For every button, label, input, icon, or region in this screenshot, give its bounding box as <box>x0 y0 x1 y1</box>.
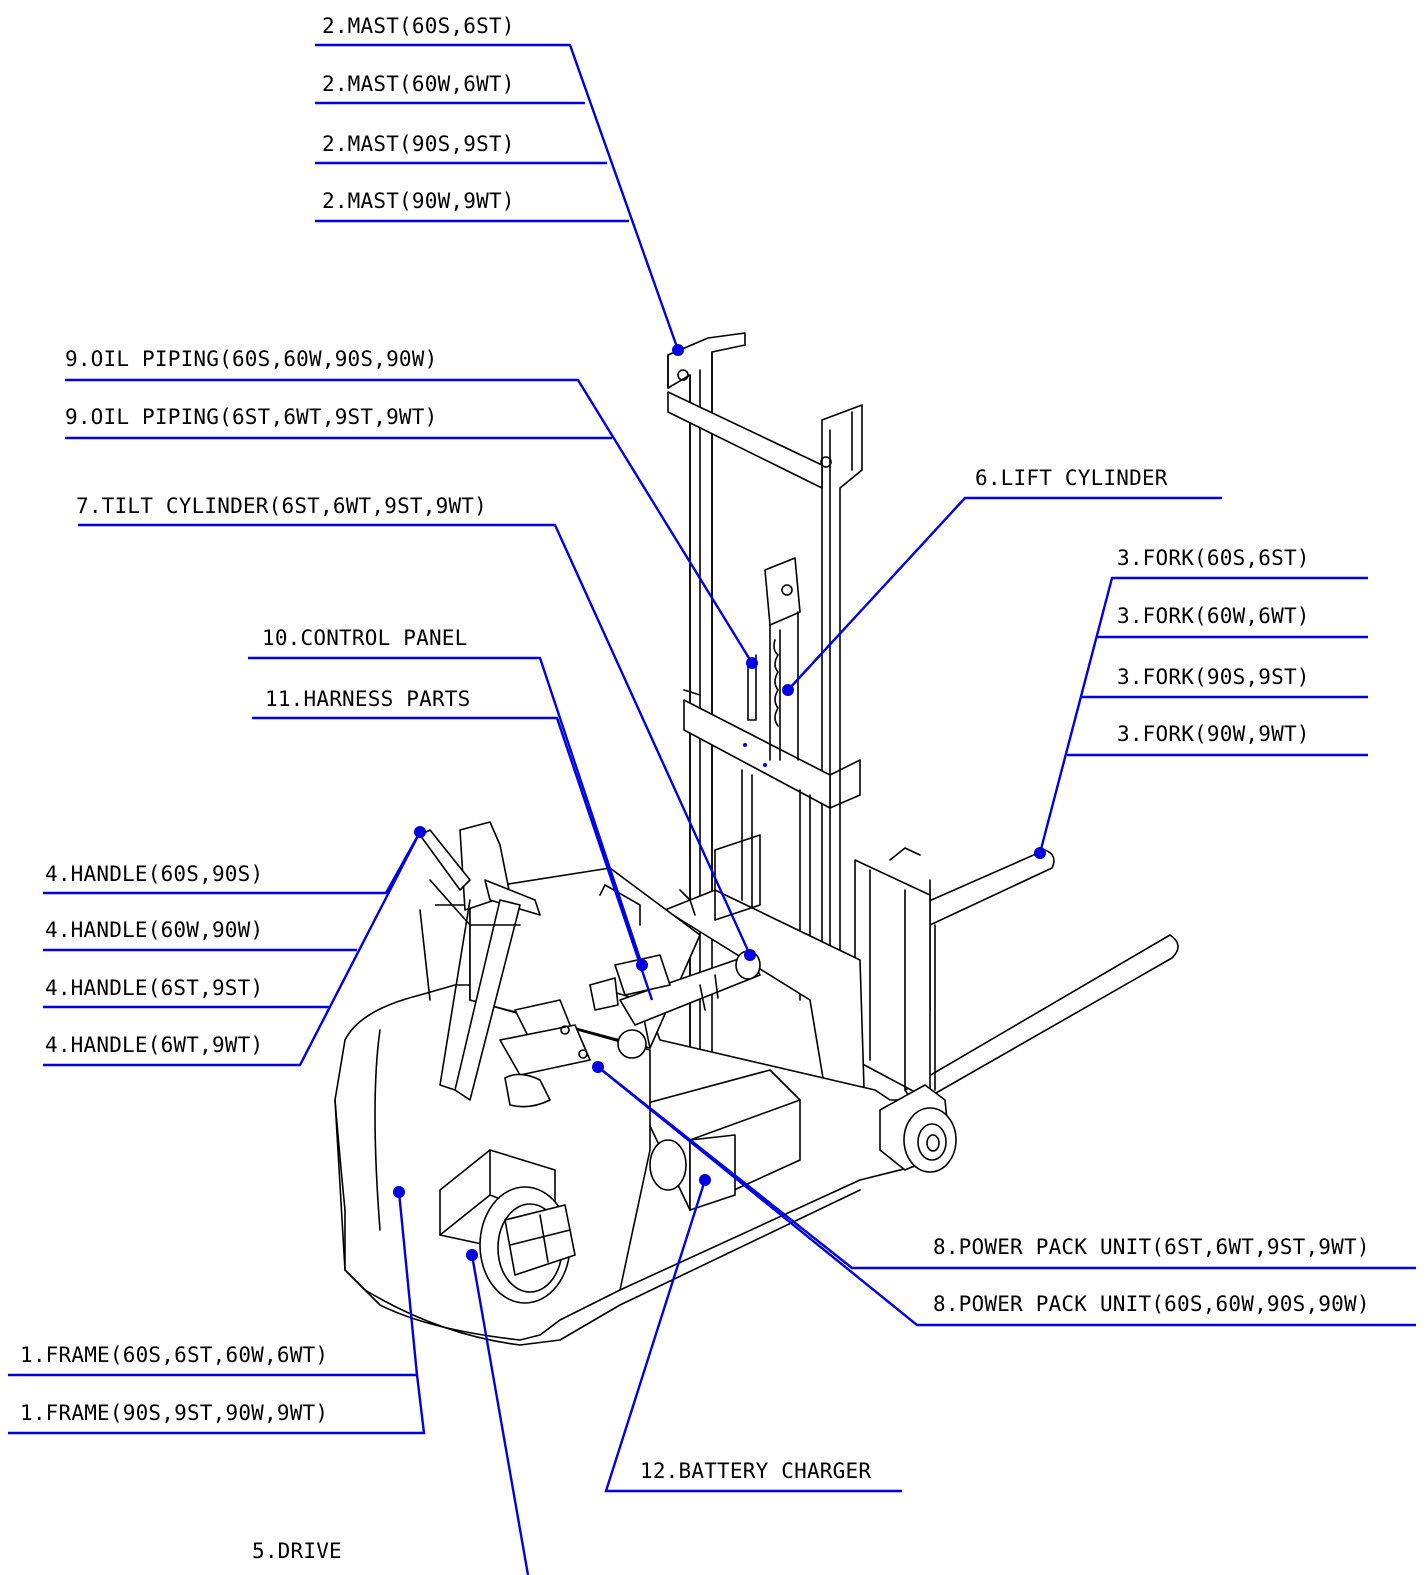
leader-control-panel <box>248 656 644 966</box>
label-frame-2: 1.FRAME(90S,9ST,90W,9WT) <box>20 1401 328 1425</box>
label-fork-1: 3.FORK(60S,6ST) <box>1117 546 1310 570</box>
leader-oil-piping <box>65 378 754 664</box>
leader-fork <box>1038 576 1368 854</box>
label-handle-2: 4.HANDLE(60W,90W) <box>45 918 263 942</box>
label-handle-1: 4.HANDLE(60S,90S) <box>45 862 263 886</box>
label-fork-4: 3.FORK(90W,9WT) <box>1117 722 1310 746</box>
leader-drive <box>470 1254 530 1575</box>
leader-battery-charger <box>604 1179 902 1493</box>
forklift-drawing <box>334 332 1179 1346</box>
leader-power-pack-dot <box>592 1061 604 1073</box>
label-power-pack-2: 8.POWER PACK UNIT(60S,60W,90S,90W) <box>933 1292 1370 1316</box>
leader-lift-cylinder-dot <box>782 684 794 696</box>
leader-mast <box>315 43 680 351</box>
label-fork-2: 3.FORK(60W,6WT) <box>1117 604 1310 628</box>
leader-mast-dot <box>672 344 684 356</box>
label-mast-2: 2.MAST(60W,6WT) <box>322 72 515 96</box>
label-frame-1: 1.FRAME(60S,6ST,60W,6WT) <box>20 1343 328 1367</box>
leader-harness-parts <box>252 716 654 1001</box>
label-mast-4: 2.MAST(90W,9WT) <box>322 189 515 213</box>
leader-lines <box>8 43 1416 1575</box>
label-battery-charger: 12.BATTERY CHARGER <box>640 1459 871 1483</box>
label-tilt-cylinder: 7.TILT CYLINDER(6ST,6WT,9ST,9WT) <box>76 494 487 518</box>
leader-fork-dot <box>1034 847 1046 859</box>
label-fork-3: 3.FORK(90S,9ST) <box>1117 665 1310 689</box>
handle <box>419 821 541 1101</box>
label-handle-3: 4.HANDLE(6ST,9ST) <box>45 976 263 1000</box>
label-mast-1: 2.MAST(60S,6ST) <box>322 14 515 38</box>
leader-handle-dot <box>414 826 426 838</box>
caster-wheel <box>879 1084 957 1173</box>
label-handle-4: 4.HANDLE(6WT,9WT) <box>45 1033 263 1057</box>
label-mast-3: 2.MAST(90S,9ST) <box>322 132 515 156</box>
leader-battery-charger-dot <box>699 1174 711 1186</box>
mast <box>664 332 931 1131</box>
leader-tilt-cylinder-dot <box>744 949 756 961</box>
label-control-panel: 10.CONTROL PANEL <box>262 626 468 650</box>
label-harness-parts: 11.HARNESS PARTS <box>265 687 471 711</box>
leader-drive-dot <box>466 1249 478 1261</box>
leader-power-pack <box>597 1066 1416 1327</box>
leader-handle <box>43 831 422 1067</box>
callout-labels: 2.MAST(60S,6ST) 2.MAST(60W,6WT) 2.MAST(9… <box>20 14 1370 1563</box>
label-drive: 5.DRIVE <box>252 1539 342 1563</box>
label-lift-cylinder: 6.LIFT CYLINDER <box>975 466 1168 490</box>
forks <box>904 849 1179 1106</box>
leader-oil-piping-dot <box>746 657 758 669</box>
leader-tilt-cylinder <box>78 523 752 956</box>
label-oil-piping-2: 9.OIL PIPING(6ST,6WT,9ST,9WT) <box>65 405 437 429</box>
leader-lift-cylinder <box>787 496 1222 691</box>
label-power-pack-1: 8.POWER PACK UNIT(6ST,6WT,9ST,9WT) <box>933 1235 1370 1259</box>
leader-frame <box>8 1191 426 1435</box>
label-oil-piping-1: 9.OIL PIPING(60S,60W,90S,90W) <box>65 347 437 371</box>
frame <box>334 867 946 1346</box>
leader-frame-dot <box>393 1186 405 1198</box>
